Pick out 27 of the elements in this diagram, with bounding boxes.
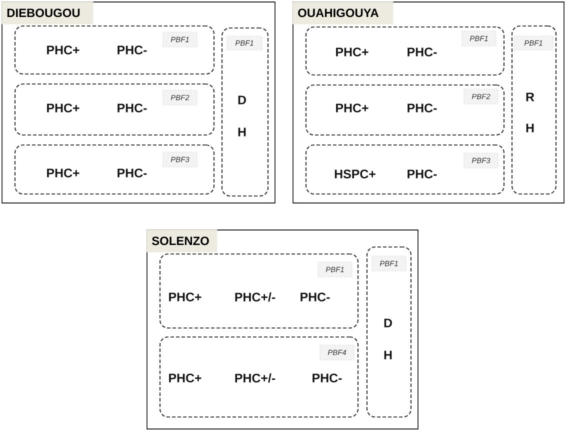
- item-label: PHC-: [408, 170, 437, 178]
- item-label: R: [526, 92, 534, 102]
- item-label: PHC+: [336, 104, 368, 112]
- item-label: PHC+: [47, 104, 80, 112]
- item-label: D: [384, 318, 392, 328]
- item-label: H: [526, 124, 534, 132]
- item-label: H: [384, 350, 392, 360]
- item-label: PHC+: [169, 292, 202, 302]
- item-label: PHC-: [300, 292, 330, 302]
- title-tab: OUAHIGOUYA: [292, 2, 394, 24]
- item-label: PHC-: [408, 48, 437, 56]
- item-label: PHC+/-: [235, 373, 276, 383]
- item-label: PHC-: [408, 104, 437, 112]
- item-label: H: [238, 128, 246, 136]
- item-label: PHC+/-: [235, 292, 276, 302]
- item-label: PHC+: [169, 374, 202, 382]
- item-label: PHC+: [47, 46, 80, 54]
- item-label: PHC+: [47, 168, 80, 178]
- title-tab: DIEBOUGOU: [2, 2, 94, 24]
- item-label: HSPC+: [334, 170, 376, 178]
- item-label: PHC-: [312, 374, 342, 382]
- item-label: PHC-: [118, 168, 147, 178]
- title-tab: SOLENZO: [146, 230, 218, 252]
- item-label: PHC-: [118, 46, 147, 54]
- item-label: D: [238, 96, 246, 104]
- item-label: PHC-: [118, 104, 147, 112]
- item-label: PHC+: [336, 48, 368, 56]
